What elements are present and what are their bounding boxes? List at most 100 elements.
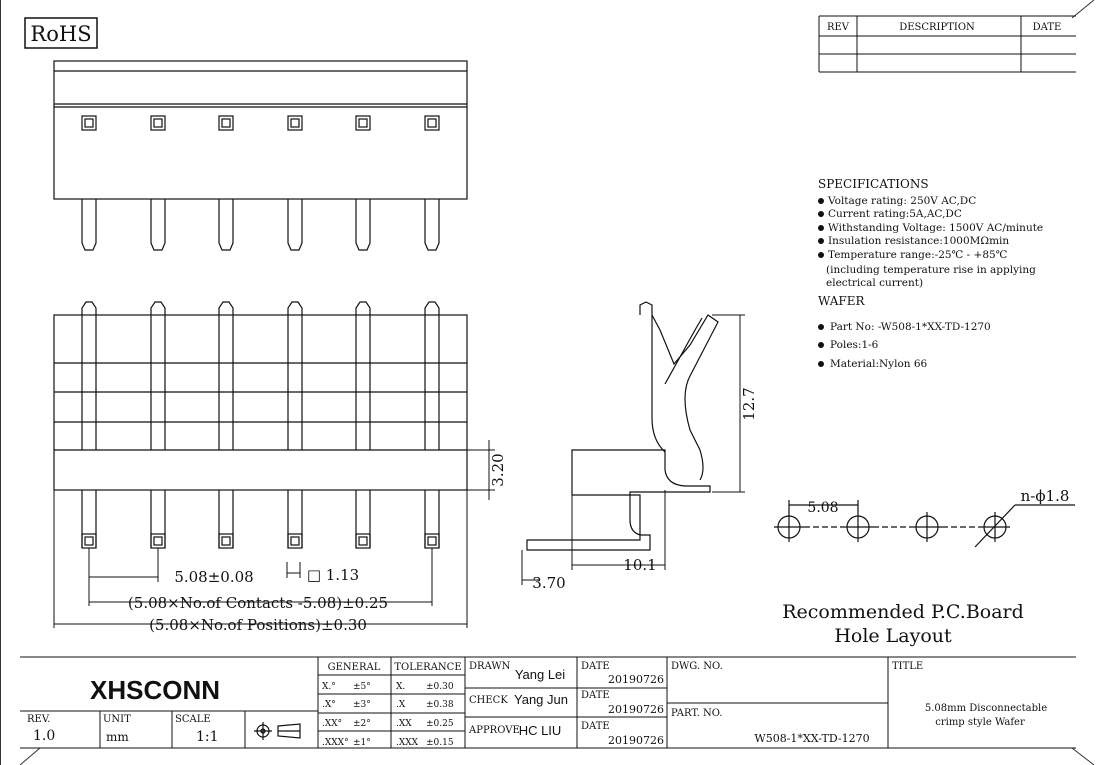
tail-3-70-dim: 3.70	[532, 574, 565, 592]
check-by: Yang Jun	[514, 692, 568, 707]
drawn-label: DRAWN	[469, 661, 511, 672]
pin-size-dim: □ 1.13	[307, 566, 359, 584]
spec-item: Withstanding Voltage: 1500V AC/minute	[828, 222, 1043, 234]
pin-tip	[424, 301, 440, 315]
pin-end-square-inner	[84, 536, 94, 546]
date-header: DATE	[1033, 22, 1062, 33]
pin-end-square	[81, 533, 97, 549]
tolerance-cell: .XX°	[322, 719, 342, 729]
tolerance-cell: ±3°	[353, 700, 371, 710]
contact-square	[81, 115, 97, 131]
positions-formula-dim: (5.08×No.of Positions)±0.30	[149, 616, 367, 634]
wafer-item: Poles:1-6	[830, 339, 879, 351]
contact-square-inner	[84, 118, 94, 128]
frame-corner-bottom-right	[1071, 747, 1095, 765]
spec-note-1: (including temperature rise in applying	[826, 264, 1036, 276]
contact-square-inner	[290, 118, 300, 128]
contact-square-inner	[221, 118, 231, 128]
date-value: 20190726	[608, 673, 664, 686]
check-label: CHECK	[469, 695, 508, 706]
pin-end-square-inner	[153, 536, 163, 546]
rev-label: REV.	[27, 714, 50, 725]
pin-end-square-inner	[290, 536, 300, 546]
hole-layout-pattern	[774, 500, 1075, 548]
wafer-title: WAFER	[818, 294, 865, 308]
pin-end-square	[150, 533, 166, 549]
contact-square-inner	[153, 118, 163, 128]
pin-tail	[424, 199, 440, 251]
tolerance-cell: ±0.25	[426, 719, 454, 729]
date-value: 20190726	[608, 703, 664, 716]
dimension-lines	[53, 314, 745, 628]
pin-tail	[218, 199, 234, 251]
tolerance-cell: .X°	[322, 700, 336, 710]
spec-item: Insulation resistance:1000MΩmin	[828, 235, 1009, 247]
tolerance-cell: X.°	[322, 682, 336, 692]
tolerance-cell: .XXX°	[322, 738, 349, 748]
revision-table	[818, 15, 1076, 73]
tolerance-cell: ±1°	[353, 738, 371, 748]
unit-label: UNIT	[103, 714, 131, 725]
unit-value: mm	[106, 730, 129, 744]
tolerance-cell: ±5°	[353, 682, 371, 692]
contact-square	[424, 115, 440, 131]
date-label: DATE	[581, 690, 610, 701]
pin-tail	[150, 199, 166, 251]
date-label: DATE	[581, 721, 610, 732]
title-line-2: crimp style Wafer	[935, 717, 1025, 728]
tolerance-cell: ±0.38	[426, 700, 454, 710]
pin-tail	[355, 199, 371, 251]
pitch-tolerance-dim: 5.08±0.08	[174, 568, 253, 586]
hole-diameter-dim: n-ϕ1.8	[1021, 487, 1070, 505]
pin-tip	[81, 301, 97, 315]
wafer-item: Material:Nylon 66	[830, 358, 928, 370]
pin-tail	[81, 199, 97, 251]
approve-by: HC LIU	[519, 723, 562, 738]
pin-tail	[287, 199, 303, 251]
part-no-value: W508-1*XX-TD-1270	[754, 732, 869, 745]
tolerance-cell: .XX	[396, 719, 412, 729]
company-name: XHSCONN	[90, 675, 220, 705]
depth-10-1-dim: 10.1	[623, 556, 656, 574]
contacts-formula-dim: (5.08×No.of Contacts -5.08)±0.25	[128, 594, 388, 612]
tolerance-cell: ±0.15	[426, 738, 454, 748]
pin-end-square	[424, 533, 440, 549]
description-header: DESCRIPTION	[899, 22, 975, 33]
scale-value: 1:1	[196, 729, 219, 745]
pin-tip	[218, 301, 234, 315]
title-block-grid	[20, 656, 1076, 749]
tolerance-cell: ±0.30	[426, 682, 454, 692]
hole-pitch-dim: 5.08	[807, 500, 838, 516]
contact-square	[218, 115, 234, 131]
tolerance-cell: .XXX	[396, 738, 419, 748]
rohs-badge: RoHS	[24, 17, 98, 49]
pin-end-square	[355, 533, 371, 549]
pin-tip	[287, 301, 303, 315]
side-view	[526, 301, 719, 551]
tolerance-cell: X.	[396, 682, 405, 692]
rev-value: 1.0	[33, 728, 55, 744]
contact-square-inner	[427, 118, 437, 128]
contact-square	[355, 115, 371, 131]
pin-end-square-inner	[221, 536, 231, 546]
date-value: 20190726	[608, 734, 664, 747]
date-label: DATE	[581, 661, 610, 672]
height-3-20-dim: 3.20	[489, 453, 507, 486]
pin-tip	[150, 301, 166, 315]
part-no-label: PART. NO.	[671, 708, 722, 719]
hole-layout-title-2: Hole Layout	[834, 625, 952, 647]
title-line-1: 5.08mm Disconnectable	[925, 703, 1047, 714]
rev-header: REV	[827, 22, 850, 33]
spec-note-2: electrical current)	[826, 277, 923, 289]
frame-corner-top-right	[1071, 0, 1095, 19]
specifications-title: SPECIFICATIONS	[818, 177, 929, 191]
pin-end-square	[287, 533, 303, 549]
hole-layout-title-1: Recommended P.C.Board	[782, 601, 1024, 623]
pin-end-square-inner	[358, 536, 368, 546]
spec-item: Temperature range:-25℃ - +85℃	[828, 249, 1008, 261]
frame-corner-bottom-left	[19, 747, 41, 765]
wafer-item: Part No: -W508-1*XX-TD-1270	[830, 321, 991, 333]
spec-item: Voltage rating: 250V AC,DC	[827, 195, 976, 207]
scale-label: SCALE	[175, 714, 211, 725]
